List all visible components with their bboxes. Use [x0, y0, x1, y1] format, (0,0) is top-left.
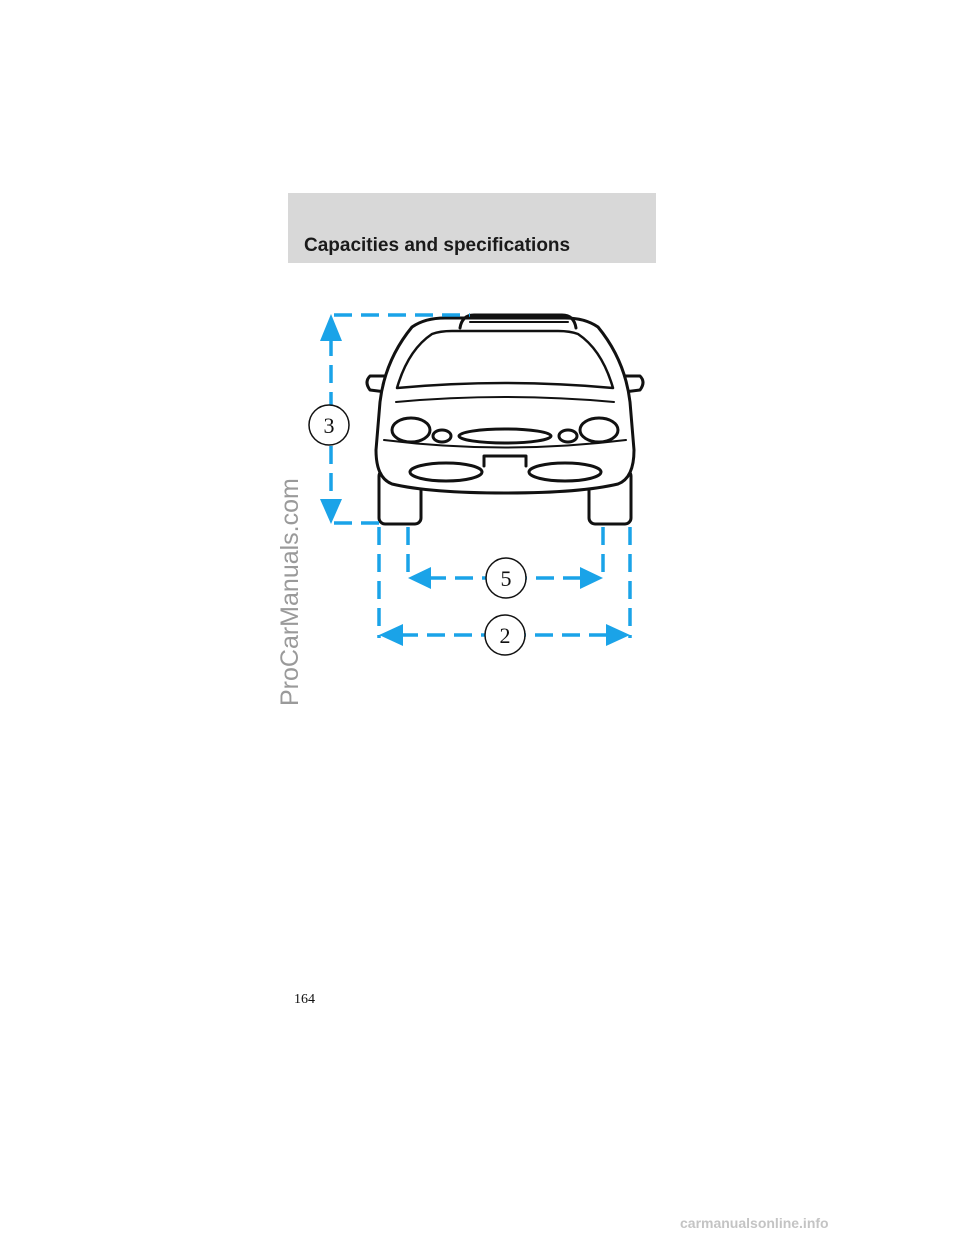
section-header: Capacities and specifications	[288, 193, 656, 263]
footer-watermark: carmanualsonline.info	[680, 1215, 829, 1231]
callout-width-label: 2	[500, 623, 511, 648]
section-title: Capacities and specifications	[304, 235, 571, 256]
callout-track-label: 5	[501, 566, 512, 591]
callout-track: 5	[485, 557, 527, 599]
callout-height: 3	[308, 404, 350, 446]
callout-width: 2	[484, 614, 526, 656]
page-number: 164	[294, 992, 315, 1007]
callout-height-label: 3	[324, 413, 335, 438]
dimension-arrowheads	[320, 314, 630, 646]
car-front-illustration	[365, 313, 645, 526]
